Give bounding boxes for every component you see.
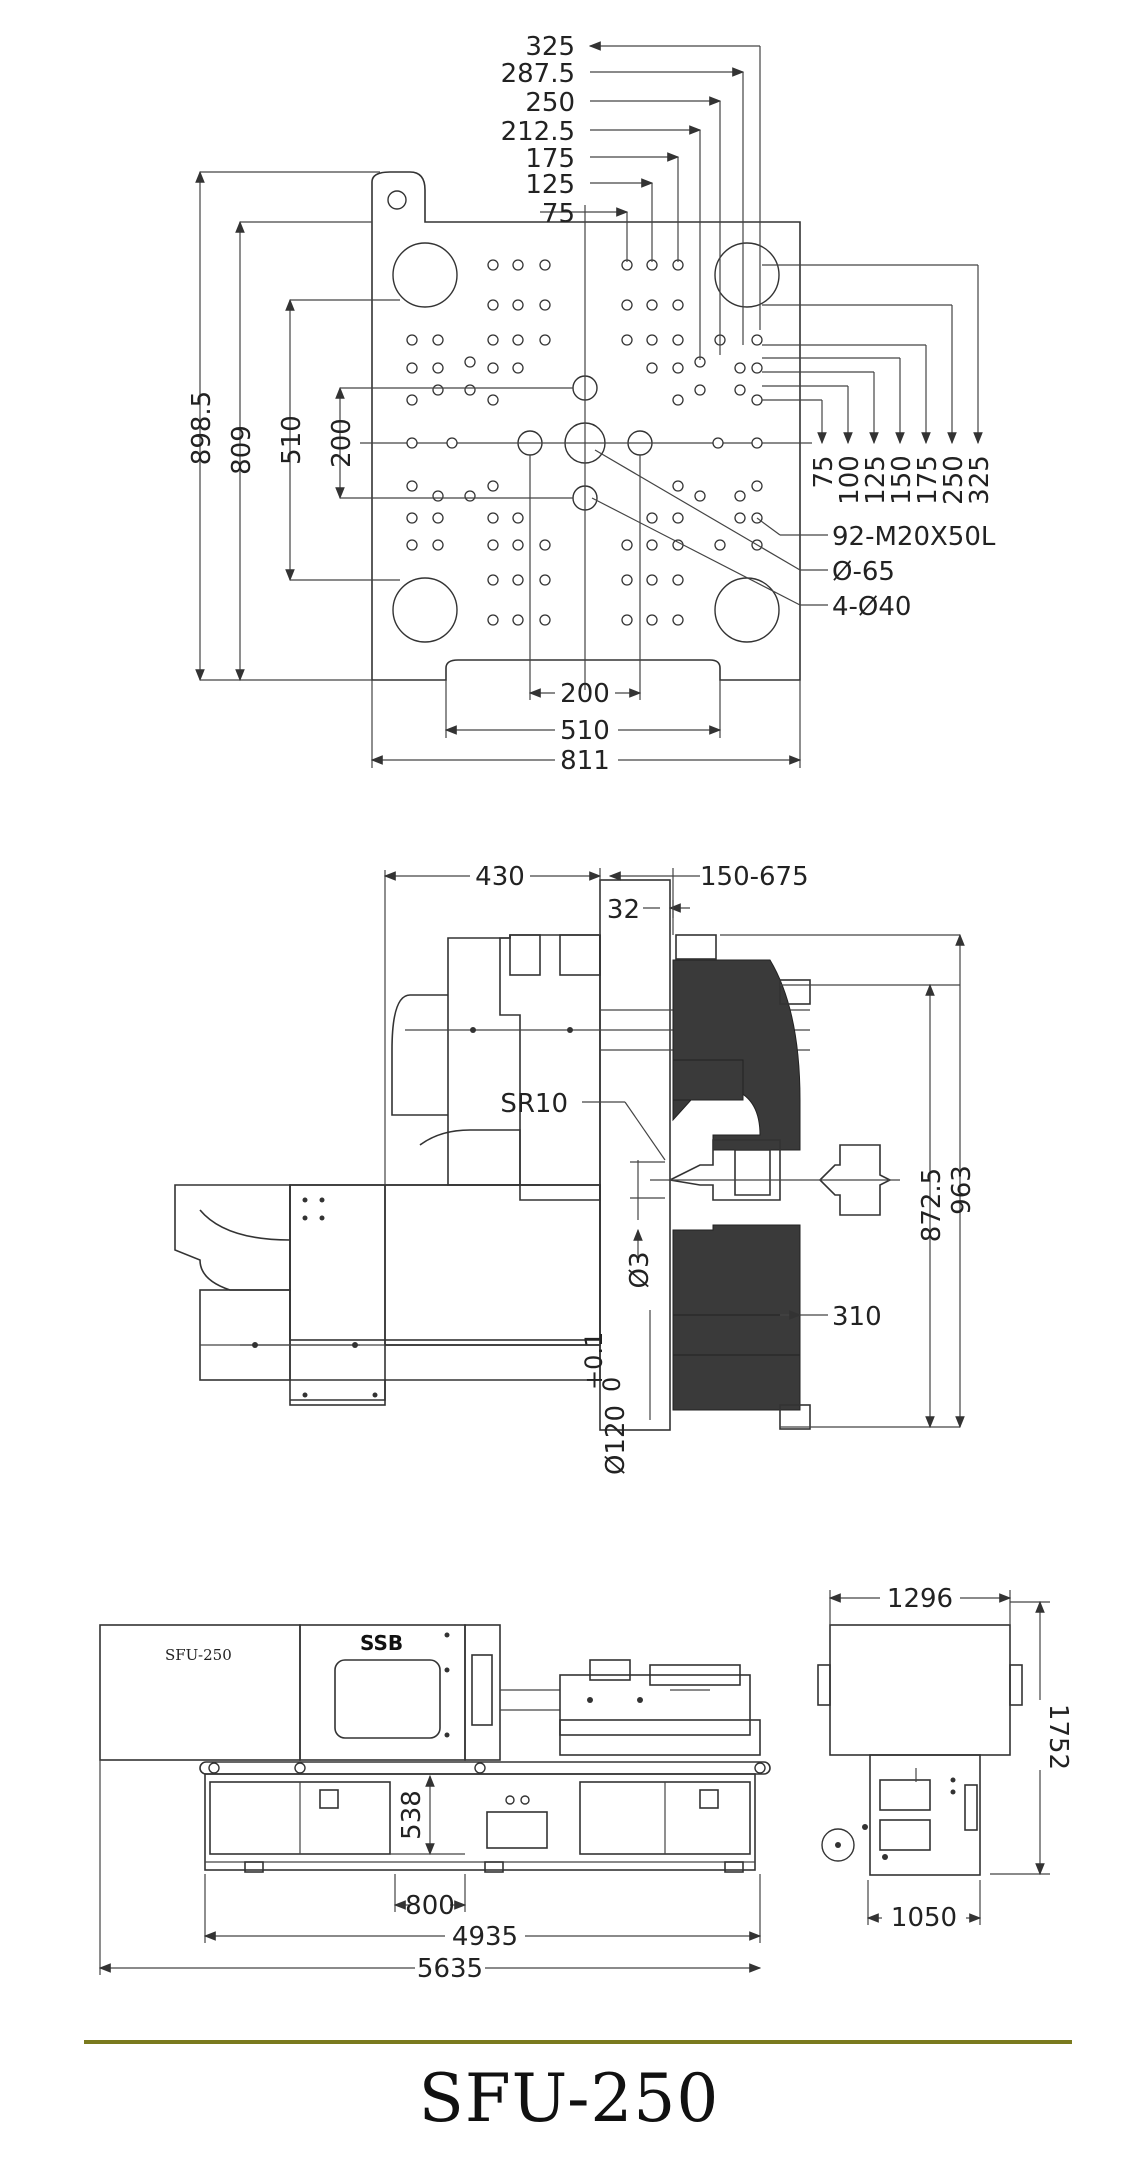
side-view: 430 150-675 32 SR10 Ø3 310 872.5 963 Ø12… — [174, 862, 977, 1475]
dim-sr10: SR10 — [500, 1089, 568, 1119]
tiebar-hole-tr — [714, 242, 780, 308]
tol-upper: +0.1 — [580, 1332, 608, 1390]
dim-872-5: 872.5 — [917, 1168, 947, 1242]
machine-elevation: SFU-250 SSB — [98, 1624, 771, 1984]
dim-right-150: 150 — [887, 455, 917, 505]
dim-1296: 1296 — [887, 1584, 953, 1614]
page-title: SFU-250 — [418, 2060, 720, 2137]
dim-right-175: 175 — [913, 455, 943, 505]
note-locating-holes: 4-Ø40 — [832, 592, 911, 622]
brand-logo: SSB — [360, 1631, 403, 1655]
tol-lower: 0 — [598, 1377, 626, 1392]
dim-963: 963 — [947, 1165, 977, 1215]
dim-right-125: 125 — [861, 455, 891, 505]
end-view: 1296 1752 1050 — [817, 1584, 1073, 1933]
dim-right-325: 325 — [965, 455, 995, 505]
dim-538: 538 — [397, 1790, 427, 1840]
dim-nozzle-3: Ø3 — [625, 1251, 655, 1288]
dim-stroke-150-675: 150-675 — [700, 862, 809, 892]
dim-right-75: 75 — [809, 455, 839, 488]
dim-200-left: 200 — [327, 418, 357, 468]
dim-287-5: 287.5 — [501, 59, 575, 89]
dim-bottom-811: 811 — [560, 746, 610, 776]
dim-175: 175 — [525, 144, 575, 174]
note-center-diameter: Ø-65 — [832, 557, 895, 587]
dim-325: 325 — [525, 32, 575, 62]
dim-bottom-200: 200 — [560, 679, 610, 709]
dim-898-5: 898.5 — [187, 391, 217, 465]
tiebar-hole-br — [714, 577, 780, 643]
dim-right-250: 250 — [939, 455, 969, 505]
dim-800: 800 — [405, 1891, 455, 1921]
tiebar-hole-bl — [392, 577, 458, 643]
tiebar-hole-tl — [392, 242, 458, 308]
dim-32: 32 — [607, 895, 640, 925]
dim-bottom-510: 510 — [560, 716, 610, 746]
dim-250: 250 — [525, 88, 575, 118]
dim-4935: 4935 — [452, 1922, 518, 1952]
platen-view: 325 287.5 250 212.5 175 125 75 898.5 809… — [187, 32, 996, 776]
dim-809: 809 — [227, 425, 257, 475]
note-bolt-pattern: 92-M20X50L — [832, 522, 996, 552]
dim-212-5: 212.5 — [501, 117, 575, 147]
dim-125: 125 — [525, 170, 575, 200]
dim-75: 75 — [542, 199, 575, 229]
machine-model-label: SFU-250 — [165, 1646, 232, 1664]
dim-5635: 5635 — [417, 1954, 483, 1984]
dim-locating-ring: Ø120 — [601, 1405, 631, 1475]
dim-430: 430 — [475, 862, 525, 892]
dim-right-100: 100 — [835, 455, 865, 505]
dim-1752: 1752 — [1043, 1704, 1073, 1770]
dim-510-left: 510 — [277, 415, 307, 465]
dim-1050: 1050 — [891, 1903, 957, 1933]
footer-rule — [84, 2040, 1072, 2044]
dim-310: 310 — [832, 1302, 882, 1332]
